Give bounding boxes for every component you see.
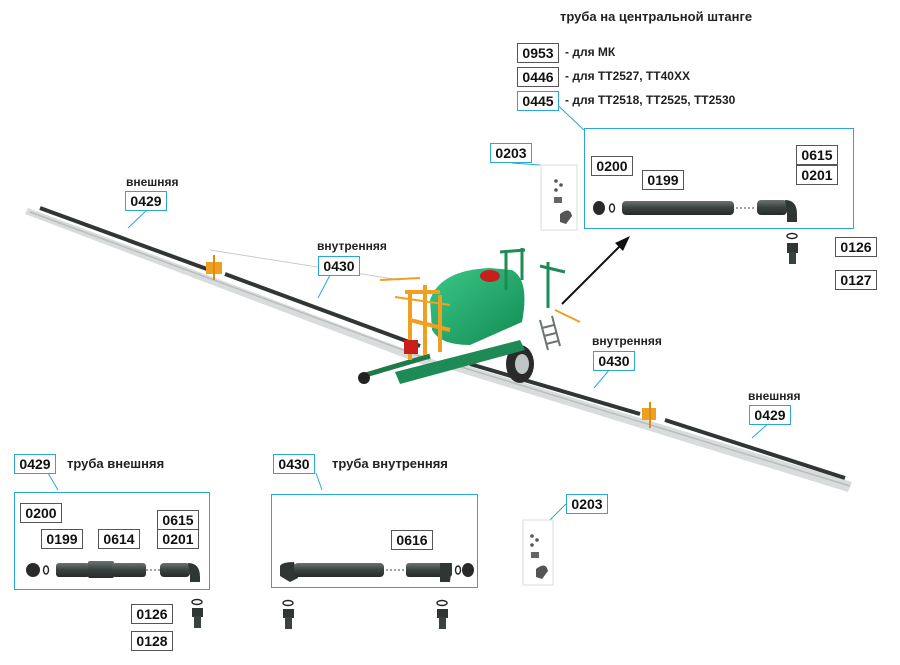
bottom-left-parts bbox=[26, 561, 203, 628]
panel-title-outer: труба внешняя bbox=[67, 456, 165, 471]
kit-code-top: 0203 bbox=[490, 143, 532, 163]
boom-label-outer-left: внешняя bbox=[126, 175, 179, 189]
boom-code-inner-right: 0430 bbox=[593, 351, 635, 371]
right-boom bbox=[452, 362, 852, 492]
part-code: 0201 bbox=[157, 529, 199, 549]
part-code: 0126 bbox=[835, 237, 877, 257]
kit-parts-bottom bbox=[522, 519, 554, 586]
boom-label-inner-right: внутренняя bbox=[592, 334, 662, 348]
variant-desc: - для TT2518, TT2525, TT2530 bbox=[565, 93, 736, 107]
panel-code-outer: 0429 bbox=[14, 454, 56, 474]
part-code: 0128 bbox=[131, 631, 173, 651]
kit-parts-top bbox=[540, 164, 578, 231]
panel-code-inner: 0430 bbox=[273, 454, 315, 474]
variant-code: 0953 bbox=[517, 43, 559, 63]
central-pipe-detail-panel bbox=[584, 128, 854, 229]
variant-desc: - для МК bbox=[565, 45, 616, 59]
boom-code-outer-left: 0429 bbox=[125, 191, 167, 211]
variant-desc: - для TT2527, TT40XX bbox=[565, 69, 690, 83]
variant-code: 0445 bbox=[517, 91, 559, 111]
part-code: 0615 bbox=[796, 145, 838, 165]
top-panel-parts bbox=[593, 200, 798, 264]
bottom-middle-parts bbox=[280, 562, 474, 629]
part-code: 0615 bbox=[157, 510, 199, 530]
outer-pipe-panel bbox=[14, 492, 210, 590]
boom-code-inner-left: 0430 bbox=[318, 256, 360, 276]
part-code: 0199 bbox=[642, 170, 684, 190]
part-code: 0126 bbox=[131, 604, 173, 624]
boom-label-inner-left: внутренняя bbox=[317, 239, 387, 253]
sprayer-body bbox=[358, 248, 581, 384]
part-code: 0201 bbox=[796, 165, 838, 185]
boom-label-outer-right: внешняя bbox=[748, 389, 801, 403]
panel-title-inner: труба внутренняя bbox=[332, 456, 448, 471]
detail-arrow bbox=[561, 236, 630, 305]
part-code: 0127 bbox=[835, 270, 877, 290]
kit-code-bottom: 0203 bbox=[566, 494, 608, 514]
part-code: 0616 bbox=[391, 530, 433, 550]
part-code: 0200 bbox=[20, 503, 62, 523]
part-code: 0200 bbox=[591, 156, 633, 176]
boom-code-outer-right: 0429 bbox=[749, 405, 791, 425]
part-code: 0614 bbox=[98, 529, 140, 549]
inner-pipe-panel bbox=[271, 494, 478, 588]
part-code: 0199 bbox=[41, 529, 83, 549]
variant-code: 0446 bbox=[517, 67, 559, 87]
left-boom bbox=[25, 206, 440, 370]
header-title: труба на центральной штанге bbox=[560, 9, 753, 24]
